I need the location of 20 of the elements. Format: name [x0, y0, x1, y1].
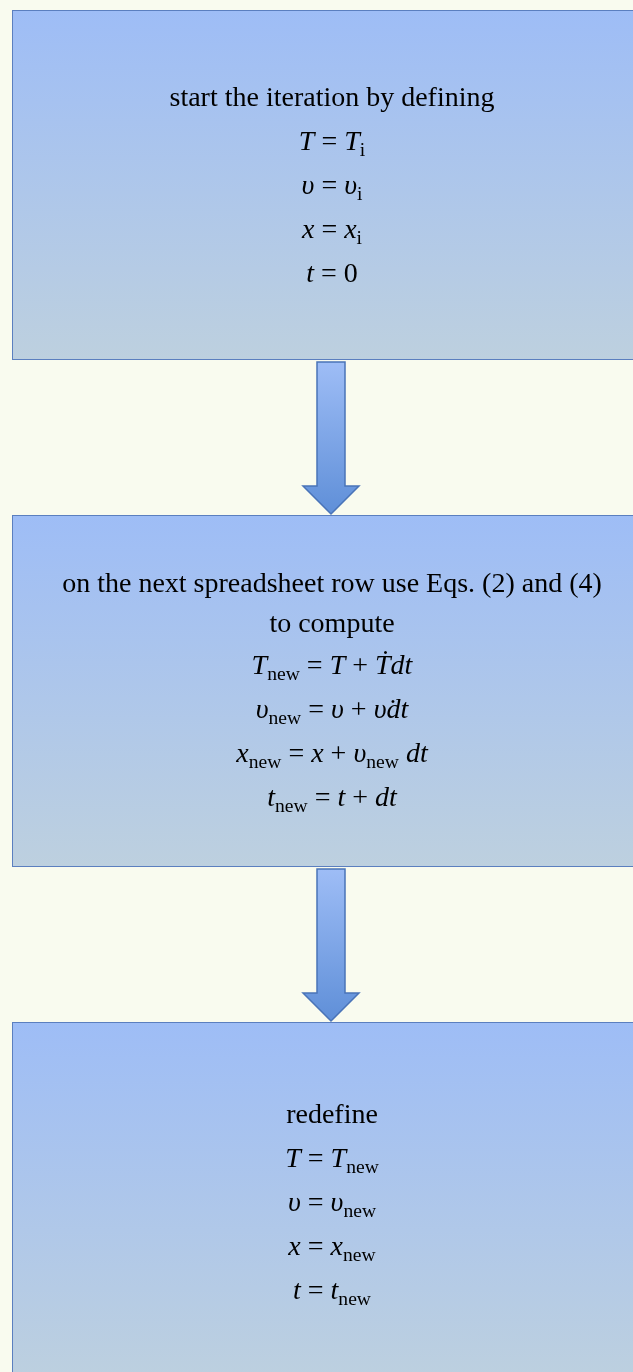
process-box: [12, 515, 633, 867]
equation: υ = υ$_{i}$: [301, 168, 363, 206]
equation: υ = υ$_{new}$: [287, 1185, 377, 1223]
equation: t$_{new}$ = t + dt: [267, 780, 397, 818]
equation: x$_{new}$ = x + υ$_{new}$ dt: [236, 736, 428, 774]
box-heading: start the iteration by defining: [169, 80, 495, 114]
process-box: [12, 10, 633, 360]
equation: T$_{new}$ = T + Ṫdt: [251, 648, 413, 686]
box-heading: redefine: [286, 1097, 378, 1131]
equation: t = t$_{new}$: [293, 1273, 371, 1311]
equation: x = x$_{new}$: [288, 1229, 376, 1267]
process-box: [12, 1022, 633, 1372]
block-arrow: [301, 361, 361, 516]
equation: T = T$_{i}$: [298, 124, 366, 162]
equation: x = x$_{i}$: [301, 212, 363, 250]
equation: t = 0: [306, 256, 358, 290]
block-arrow: [301, 868, 361, 1023]
equation: T = T$_{new}$: [285, 1141, 379, 1179]
equation: υ$_{new}$ = υ + υ̇dt: [255, 692, 409, 730]
box-heading: on the next spreadsheet row use Eqs. (2) and (4) to compute: [61, 566, 603, 640]
